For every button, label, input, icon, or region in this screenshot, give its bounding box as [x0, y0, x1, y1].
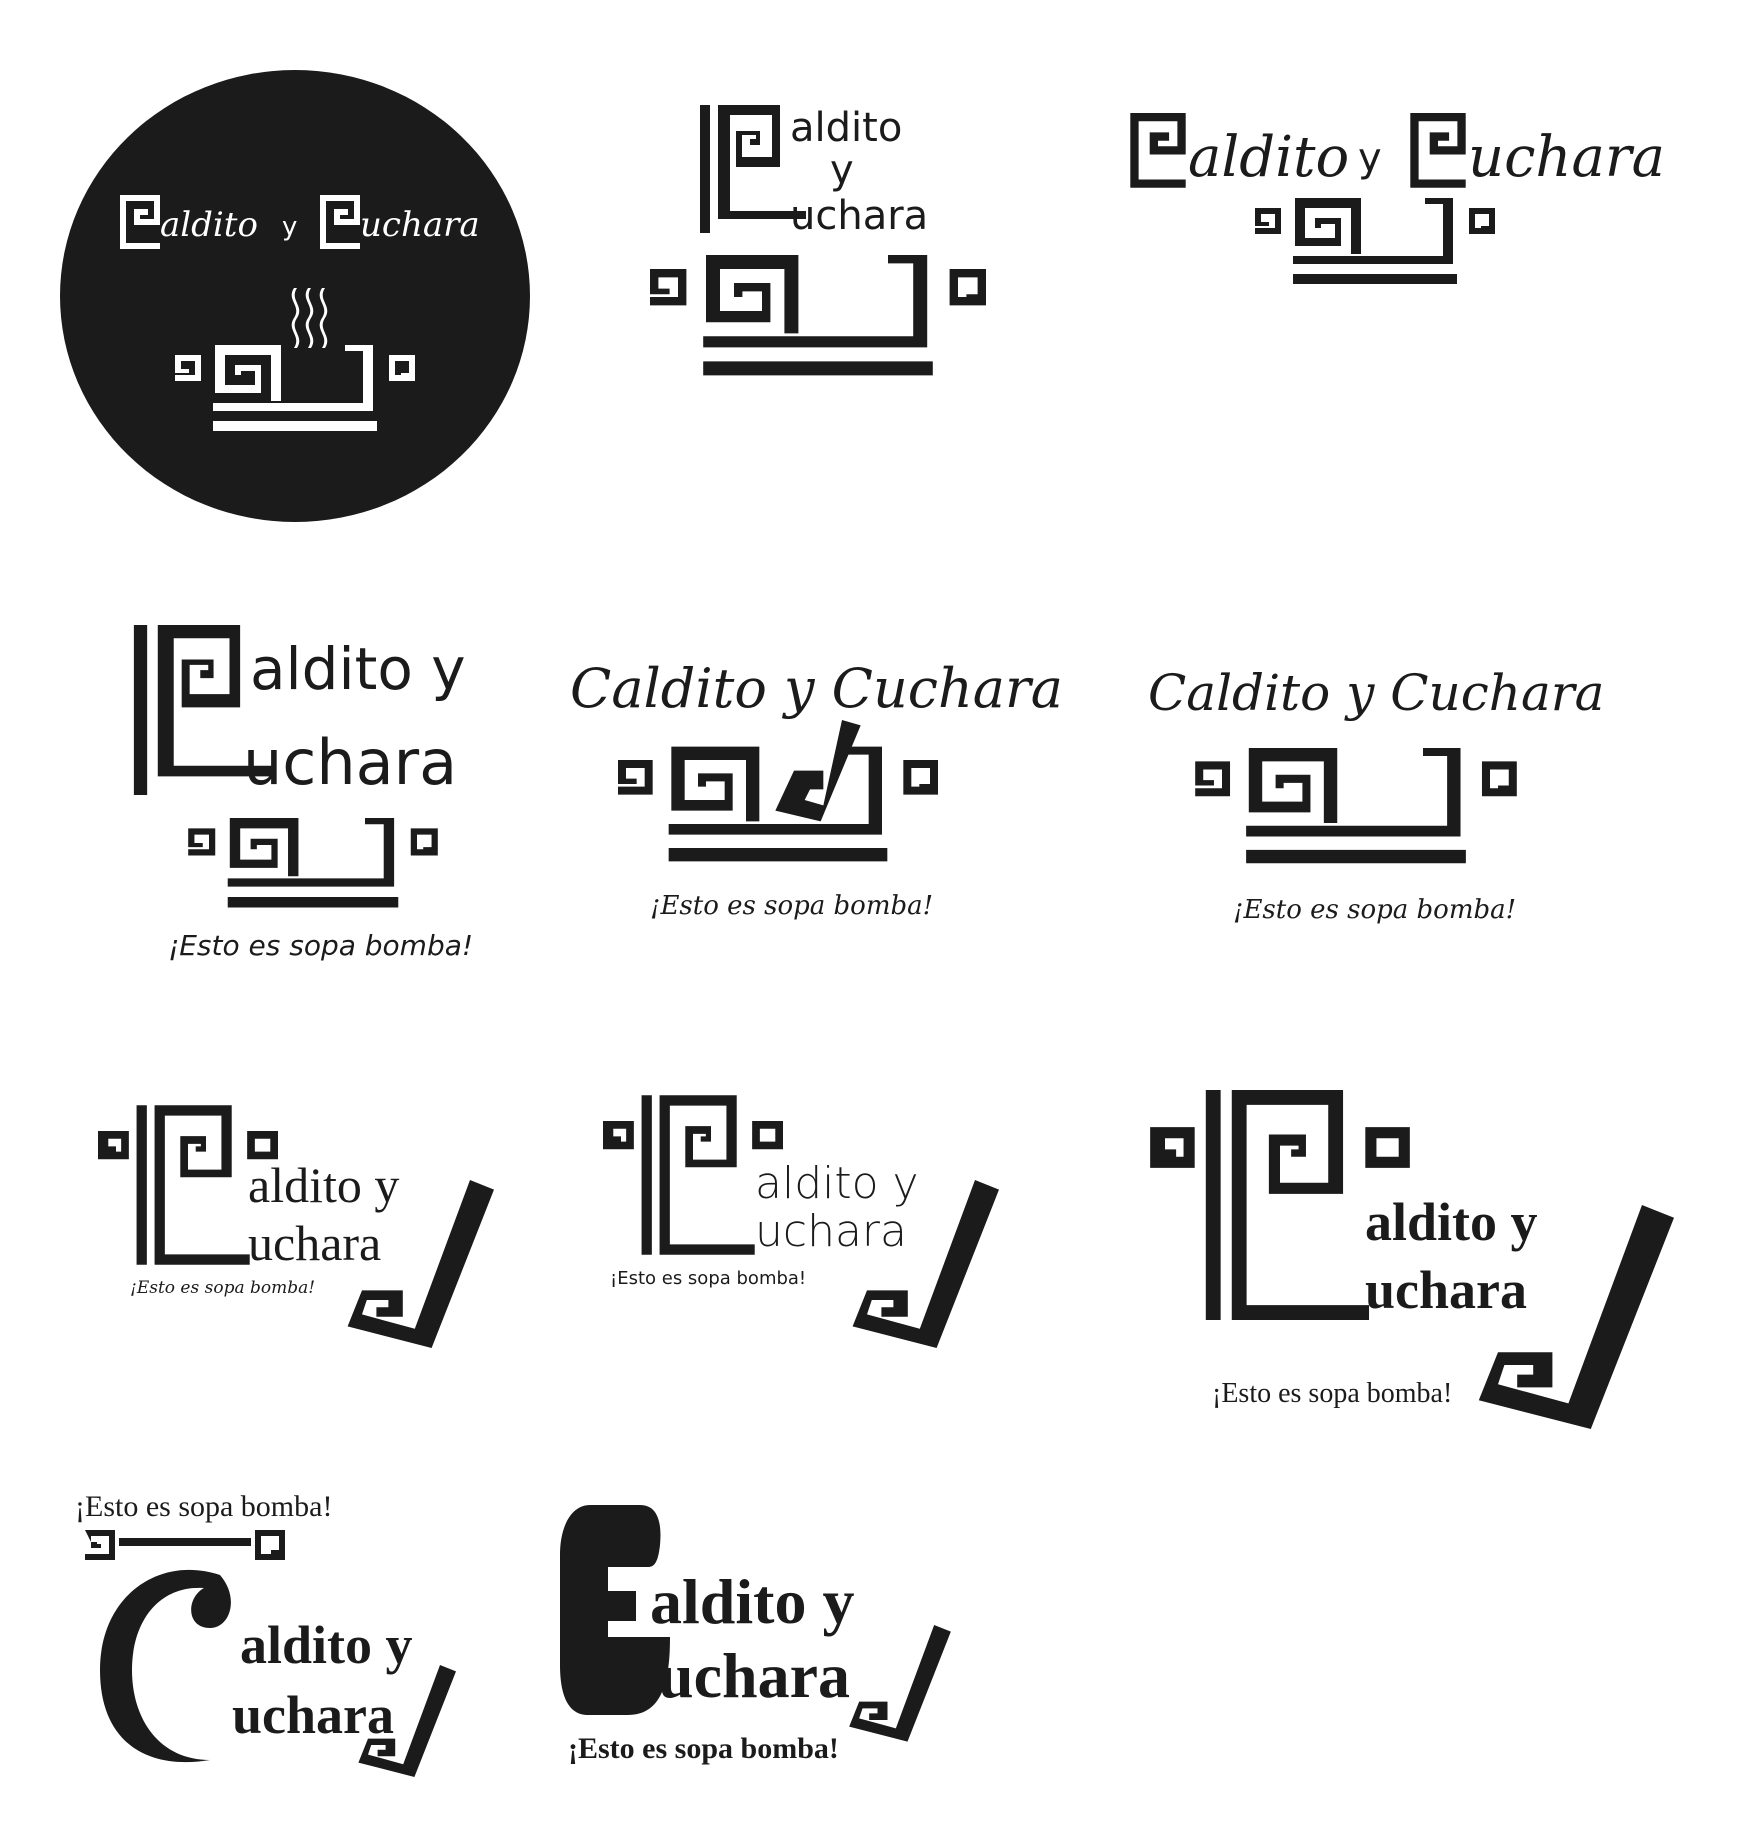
c-fret-icon	[320, 195, 360, 249]
brand-word-2: uchara	[1468, 125, 1666, 190]
spoon-icon	[852, 1180, 999, 1348]
bold-c-icon	[560, 1505, 670, 1715]
c-fret-icon	[1130, 113, 1186, 188]
spoon-icon	[358, 1665, 456, 1777]
tagline: ¡Esto es sopa bomba!	[1233, 895, 1517, 925]
tagline: ¡Esto es sopa bomba!	[610, 1268, 807, 1289]
brand-line-2: uchara	[790, 193, 929, 239]
swash-c-icon	[100, 1569, 231, 1763]
tagline: ¡Esto es sopa bomba!	[568, 1732, 839, 1765]
fret-pot-with-spoon-icon	[618, 720, 938, 862]
c-fret-icon	[133, 625, 275, 795]
brand-line-1: aldito y	[248, 1157, 400, 1213]
tagline: ¡Esto es sopa bomba!	[168, 929, 474, 962]
brand-word-1: aldito	[160, 205, 258, 245]
fret-pot-icon	[1195, 748, 1517, 864]
brand-line-2: uchara	[658, 1640, 850, 1711]
c-fret-icon	[1150, 1090, 1410, 1320]
c-fret-icon	[120, 195, 160, 249]
tagline: ¡Esto es sopa bomba!	[650, 891, 934, 921]
brand-line-2: uchara	[1365, 1260, 1527, 1320]
c-fret-icon	[98, 1105, 278, 1265]
brand-line-1: aldito y	[650, 1566, 855, 1637]
brand-line-1: aldito y	[250, 635, 466, 703]
brand-name: Caldito y Cuchara	[1148, 664, 1605, 722]
brand-line-1: aldito y	[1365, 1192, 1538, 1252]
brand-line-1: aldito	[790, 105, 903, 151]
brand-word-2: uchara	[360, 205, 480, 245]
brand-connector: y	[1358, 135, 1382, 181]
fret-pot-icon	[175, 345, 415, 431]
brand-name: Caldito y Cuchara	[570, 657, 1063, 720]
tagline: ¡Esto es sopa bomba!	[130, 1278, 316, 1298]
brand-line-2: uchara	[248, 1215, 382, 1271]
brand-line-2: uchara	[755, 1206, 907, 1257]
spoon-icon	[1478, 1205, 1674, 1429]
fret-pot-icon	[1255, 198, 1495, 284]
steam-icon	[291, 288, 328, 348]
c-fret-icon	[1410, 113, 1466, 188]
tagline: ¡Esto es sopa bomba!	[75, 1490, 333, 1523]
spoon-icon	[849, 1625, 951, 1742]
spoon-icon	[347, 1180, 494, 1348]
c-fret-icon	[700, 105, 806, 233]
brand-connector: y	[830, 147, 854, 193]
brand-line-2: uchara	[232, 1685, 394, 1745]
fret-pot-icon	[650, 255, 986, 376]
fret-pot-icon	[188, 818, 438, 908]
brand-line-1: aldito y	[755, 1158, 919, 1209]
fret-border-icon	[85, 1530, 285, 1560]
brand-connector: y	[282, 212, 298, 242]
brand-line-1: aldito y	[240, 1615, 413, 1675]
brand-line-2: uchara	[243, 726, 458, 799]
badge-circle	[60, 70, 530, 522]
brand-word-1: aldito	[1188, 125, 1350, 190]
c-fret-icon	[603, 1095, 783, 1255]
tagline: ¡Esto es sopa bomba!	[1212, 1378, 1453, 1409]
